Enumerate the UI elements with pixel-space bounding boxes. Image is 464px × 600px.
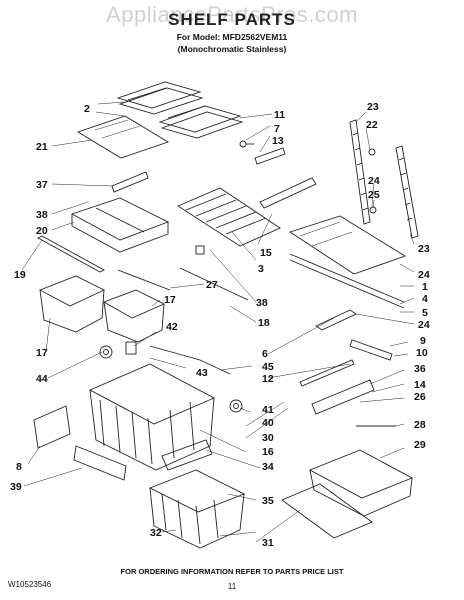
part-gear-41 xyxy=(229,399,243,413)
callout: 30 xyxy=(262,432,274,444)
part-rod-27 xyxy=(117,269,171,291)
callout: 27 xyxy=(206,279,218,291)
callout: 25 xyxy=(368,189,380,201)
part-clip-38 xyxy=(195,245,205,255)
part-ladder-rail-right xyxy=(395,145,419,239)
part-slide-37 xyxy=(111,171,149,193)
callout: 3 xyxy=(258,263,264,275)
callout-labels: 2 11 7 13 21 23 22 37 24 25 38 20 15 3 2… xyxy=(10,101,430,549)
part-glass-shelf xyxy=(76,115,170,159)
part-shelf-trim-4-5 xyxy=(289,253,405,309)
callout: 26 xyxy=(414,391,426,403)
callout: 40 xyxy=(262,417,274,429)
part-rail-34 xyxy=(161,439,213,471)
callout: 1 xyxy=(422,281,428,293)
page-number: 11 xyxy=(227,582,237,591)
callout: 24 xyxy=(368,175,380,187)
callout: 32 xyxy=(150,527,162,539)
variant-line: (Monochromatic Stainless) xyxy=(177,44,287,54)
callout: 28 xyxy=(414,419,426,431)
callout: 8 xyxy=(16,461,22,473)
part-bracket-42 xyxy=(125,341,137,355)
part-trim-13 xyxy=(254,147,286,165)
callout: 38 xyxy=(36,209,48,221)
callout: 38 xyxy=(256,297,268,309)
callout: 14 xyxy=(414,379,426,391)
ordering-note: FOR ORDERING INFORMATION REFER TO PARTS … xyxy=(120,567,344,576)
model-line: For Model: MFD2562VEM11 xyxy=(176,32,288,42)
callout: 21 xyxy=(36,141,48,153)
part-slide-12 xyxy=(299,359,355,387)
callout: 43 xyxy=(196,367,208,379)
callout: 44 xyxy=(36,373,48,385)
callout: 23 xyxy=(418,243,430,255)
part-gear-44 xyxy=(99,345,113,359)
callout: 17 xyxy=(36,347,48,359)
callout: 45 xyxy=(262,361,274,373)
callout: 24 xyxy=(418,269,430,281)
callout: 35 xyxy=(262,495,274,507)
callout: 13 xyxy=(272,135,284,147)
callout: 36 xyxy=(414,363,426,375)
callout: 19 xyxy=(14,269,26,281)
watermark: AppliancePartsPros.com xyxy=(106,2,358,27)
part-rail-39 xyxy=(73,445,127,481)
part-spill-shelf-glass xyxy=(288,215,407,275)
callout: 6 xyxy=(262,348,268,360)
part-crisper-left xyxy=(38,275,106,333)
document-number: W10523546 xyxy=(8,580,52,589)
part-bracket-9-10 xyxy=(349,339,393,361)
part-crisper-right xyxy=(102,289,166,343)
callout: 41 xyxy=(262,404,274,416)
page-title: SHELF PARTS xyxy=(168,10,296,29)
part-basket-16 xyxy=(88,363,216,471)
part-wire-shelf-3 xyxy=(177,187,281,247)
part-bracket-6 xyxy=(315,309,357,331)
callout: 22 xyxy=(366,119,378,131)
part-ladder-rail-left xyxy=(349,119,371,225)
part-shelf-frame-right xyxy=(158,105,244,139)
part-tray-29 xyxy=(308,449,414,517)
callout: 15 xyxy=(260,247,272,259)
callout: 39 xyxy=(10,481,22,493)
callout: 37 xyxy=(36,179,48,191)
part-rail-19 xyxy=(37,235,105,273)
part-rod-15 xyxy=(259,177,317,209)
part-rod-18 xyxy=(179,267,249,301)
leader-lines xyxy=(21,101,415,543)
part-shelf-frame-left xyxy=(116,81,204,115)
callout: 23 xyxy=(367,101,379,113)
callout: 24 xyxy=(418,319,430,331)
callout: 16 xyxy=(262,446,274,458)
part-track-36-14 xyxy=(311,379,375,415)
part-screw xyxy=(239,140,254,148)
callout: 42 xyxy=(166,321,178,333)
part-rail-8 xyxy=(33,405,71,449)
callout: 5 xyxy=(422,307,428,319)
callout: 20 xyxy=(36,225,48,237)
part-basket-32 xyxy=(148,469,246,549)
callout: 4 xyxy=(422,293,428,305)
callout: 10 xyxy=(416,347,428,359)
callout: 11 xyxy=(274,109,285,121)
callout: 31 xyxy=(262,537,274,549)
callout: 29 xyxy=(414,439,426,451)
part-handle-31 xyxy=(281,483,373,539)
part-bar-45 xyxy=(149,345,231,375)
callout: 2 xyxy=(84,103,90,115)
callout: 34 xyxy=(262,461,274,473)
callout: 18 xyxy=(258,317,270,329)
callout: 7 xyxy=(274,123,280,135)
callout: 17 xyxy=(164,294,176,306)
callout: 9 xyxy=(420,335,426,347)
part-deli-drawer-20 xyxy=(70,197,170,253)
callout: 12 xyxy=(262,373,274,385)
